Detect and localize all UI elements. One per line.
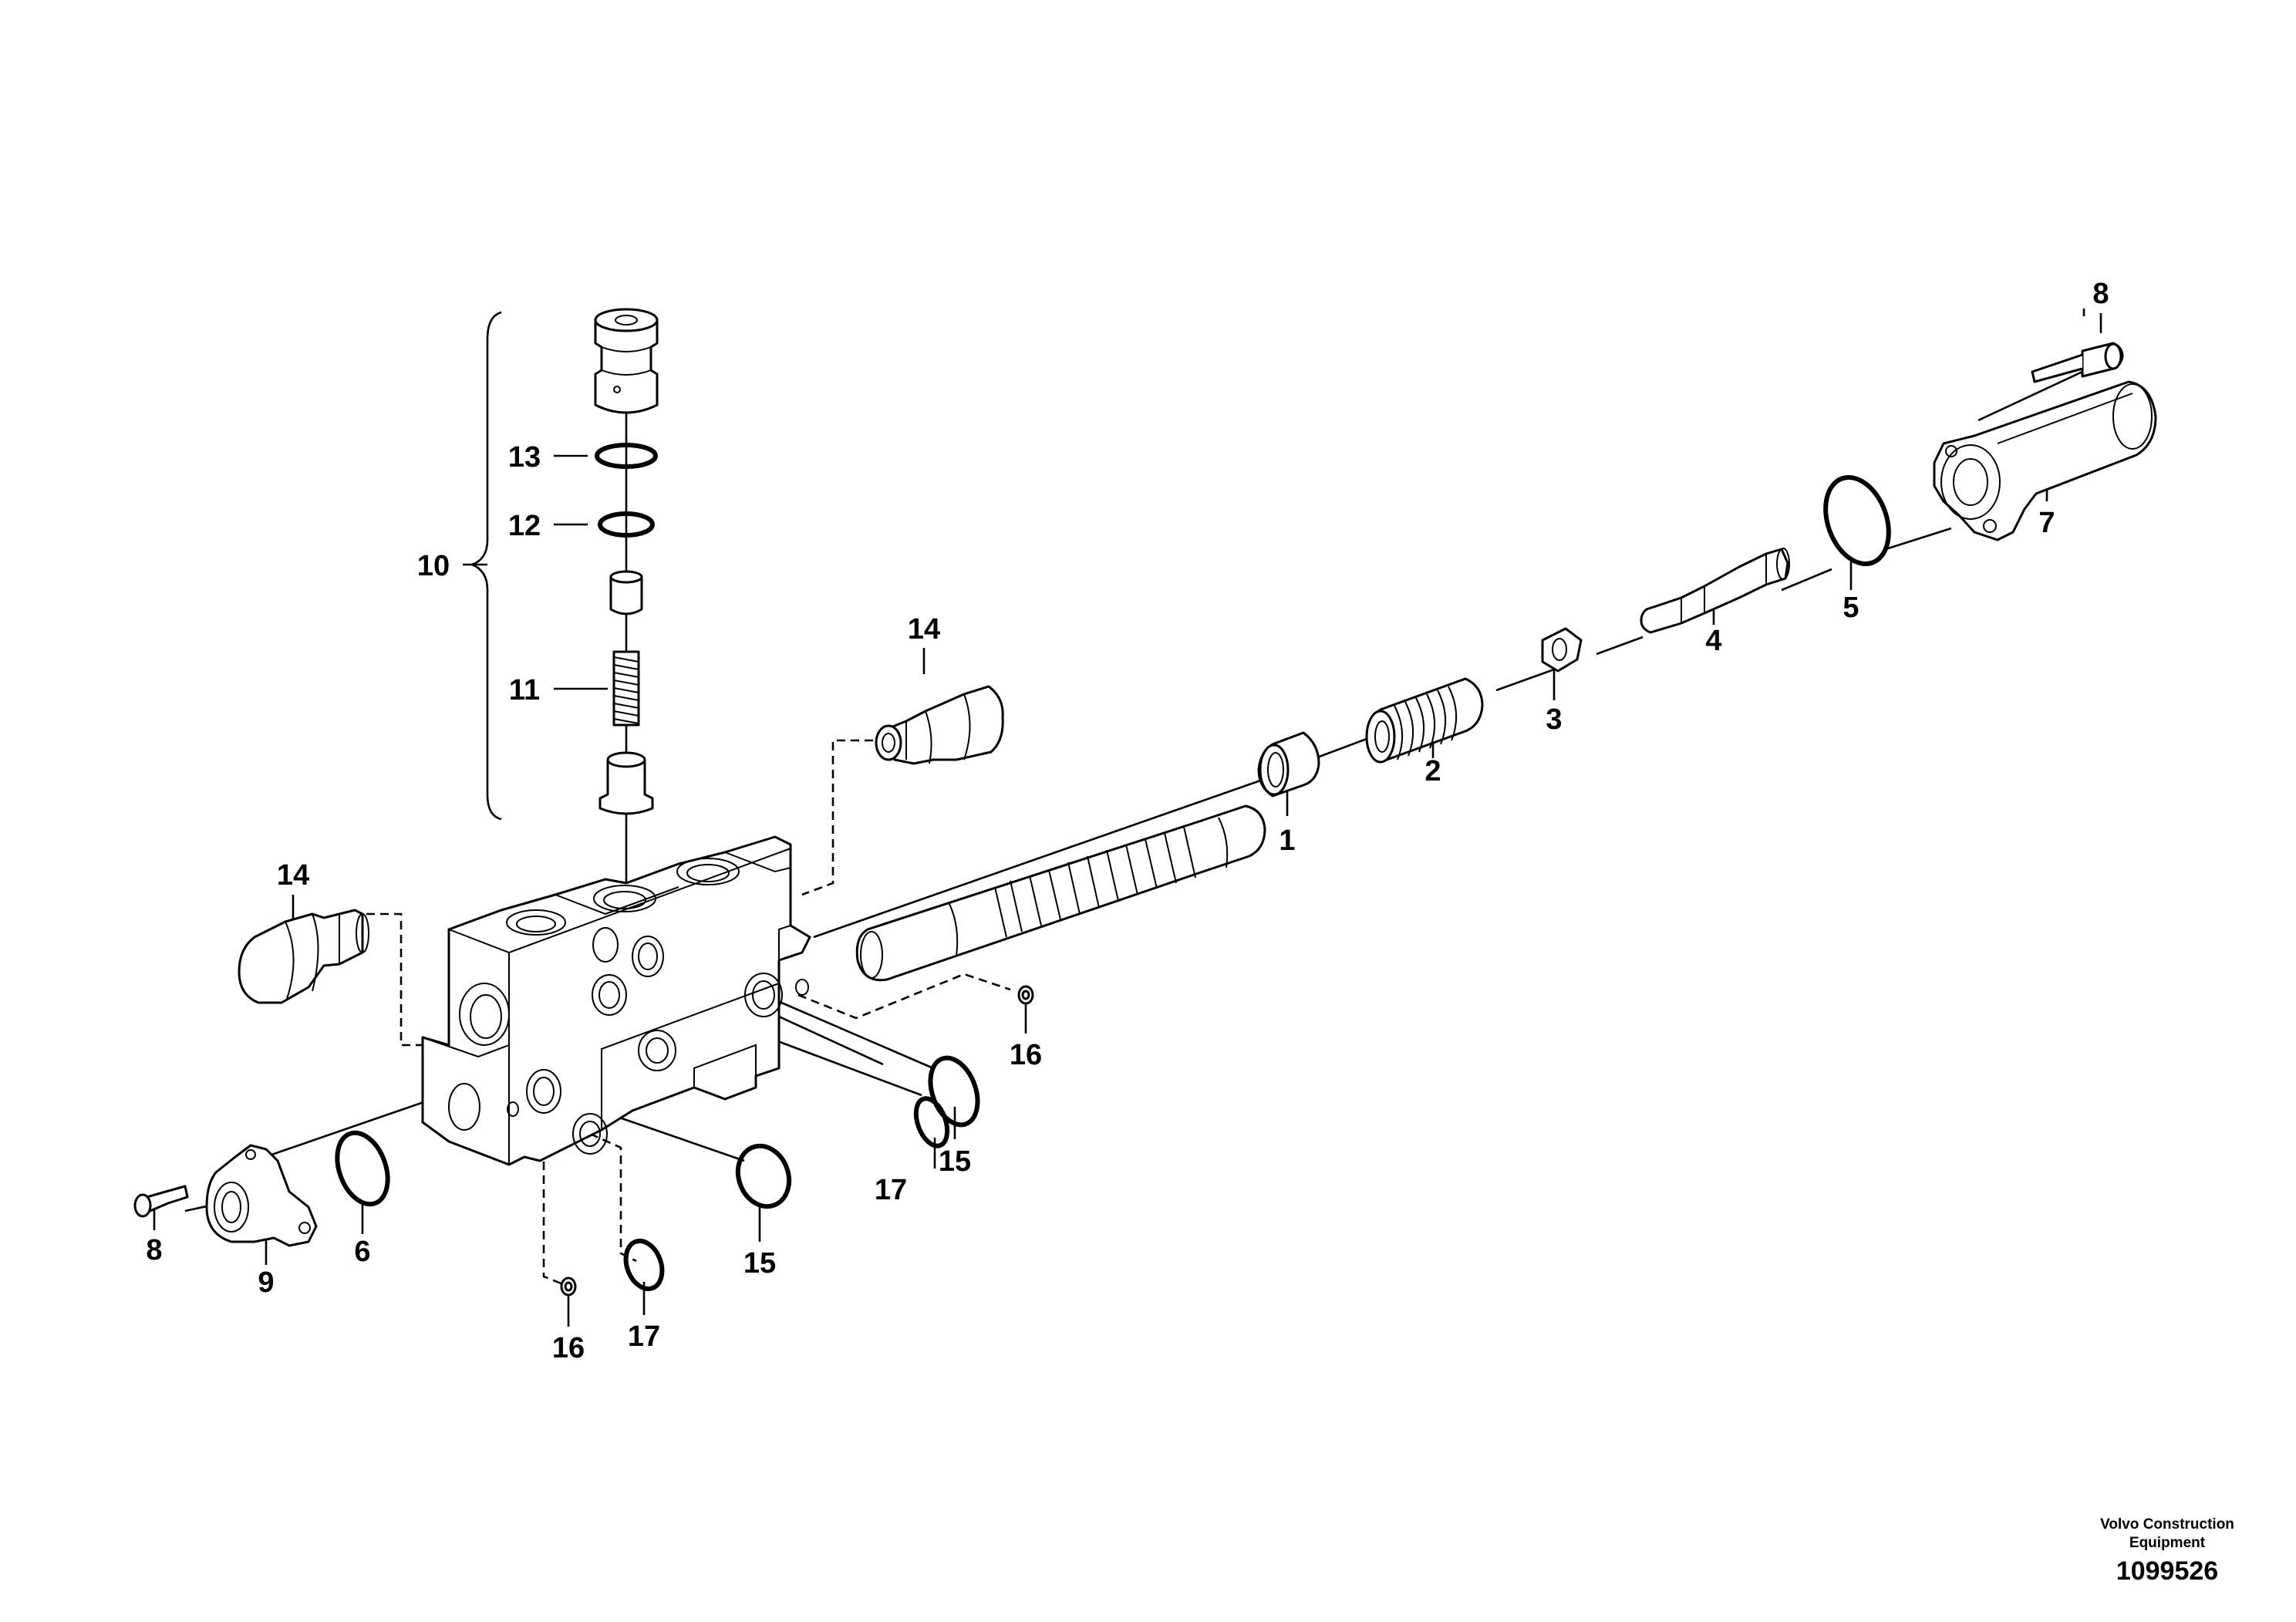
spool-end [1640, 548, 1790, 634]
relief-valve-left [238, 909, 369, 1004]
footer-credit-line1: Volvo Construction [2100, 1516, 2234, 1533]
callout-9: 9 [258, 1266, 274, 1299]
callout-14-top: 14 [908, 613, 940, 646]
callout-16-right: 16 [1010, 1039, 1042, 1071]
spool-spring [1365, 677, 1484, 764]
document-number: 1099526 [2116, 1556, 2218, 1586]
bolt-top [2031, 342, 2124, 383]
callout-labels: 1 2 3 4 5 6 7 8 8 9 10 11 12 13 14 14 15… [146, 278, 2109, 1364]
callout-17-bottom: 17 [628, 1320, 660, 1353]
callout-15-bottom: 15 [743, 1247, 776, 1280]
footer: Volvo Construction Equipment 1099526 [2100, 1516, 2234, 1586]
callout-1: 1 [1279, 824, 1295, 857]
callout-14-left: 14 [277, 859, 309, 892]
callout-15-right: 15 [939, 1145, 971, 1178]
spring-seat [1257, 731, 1320, 798]
footer-credit-line2: Equipment [2129, 1535, 2206, 1551]
callout-7: 7 [2038, 507, 2055, 539]
callout-3: 3 [1546, 703, 1562, 736]
washer [1541, 627, 1583, 673]
callout-13: 13 [508, 441, 541, 474]
callout-2: 2 [1424, 755, 1441, 787]
callout-17-right: 17 [875, 1174, 907, 1206]
valve-block [421, 835, 811, 1166]
callout-4: 4 [1705, 625, 1721, 657]
spool [855, 804, 1266, 982]
callout-8-top: 8 [2092, 278, 2109, 310]
cartridge-assembly [594, 308, 659, 815]
callout-16-bottom: 16 [552, 1332, 585, 1364]
leader-lines [153, 309, 2102, 1327]
bolt-left [133, 1185, 189, 1218]
end-cover [1933, 380, 2157, 541]
relief-valve-top [875, 685, 1004, 765]
left-end-cover [205, 1144, 318, 1247]
callout-8-left: 8 [146, 1234, 162, 1266]
callout-6: 6 [354, 1236, 370, 1268]
o-rings [335, 985, 1034, 1297]
oring-5 [1823, 474, 1891, 567]
callout-11: 11 [509, 674, 540, 706]
callout-12: 12 [508, 510, 541, 542]
callout-10: 10 [417, 550, 450, 582]
callout-5: 5 [1843, 592, 1859, 624]
